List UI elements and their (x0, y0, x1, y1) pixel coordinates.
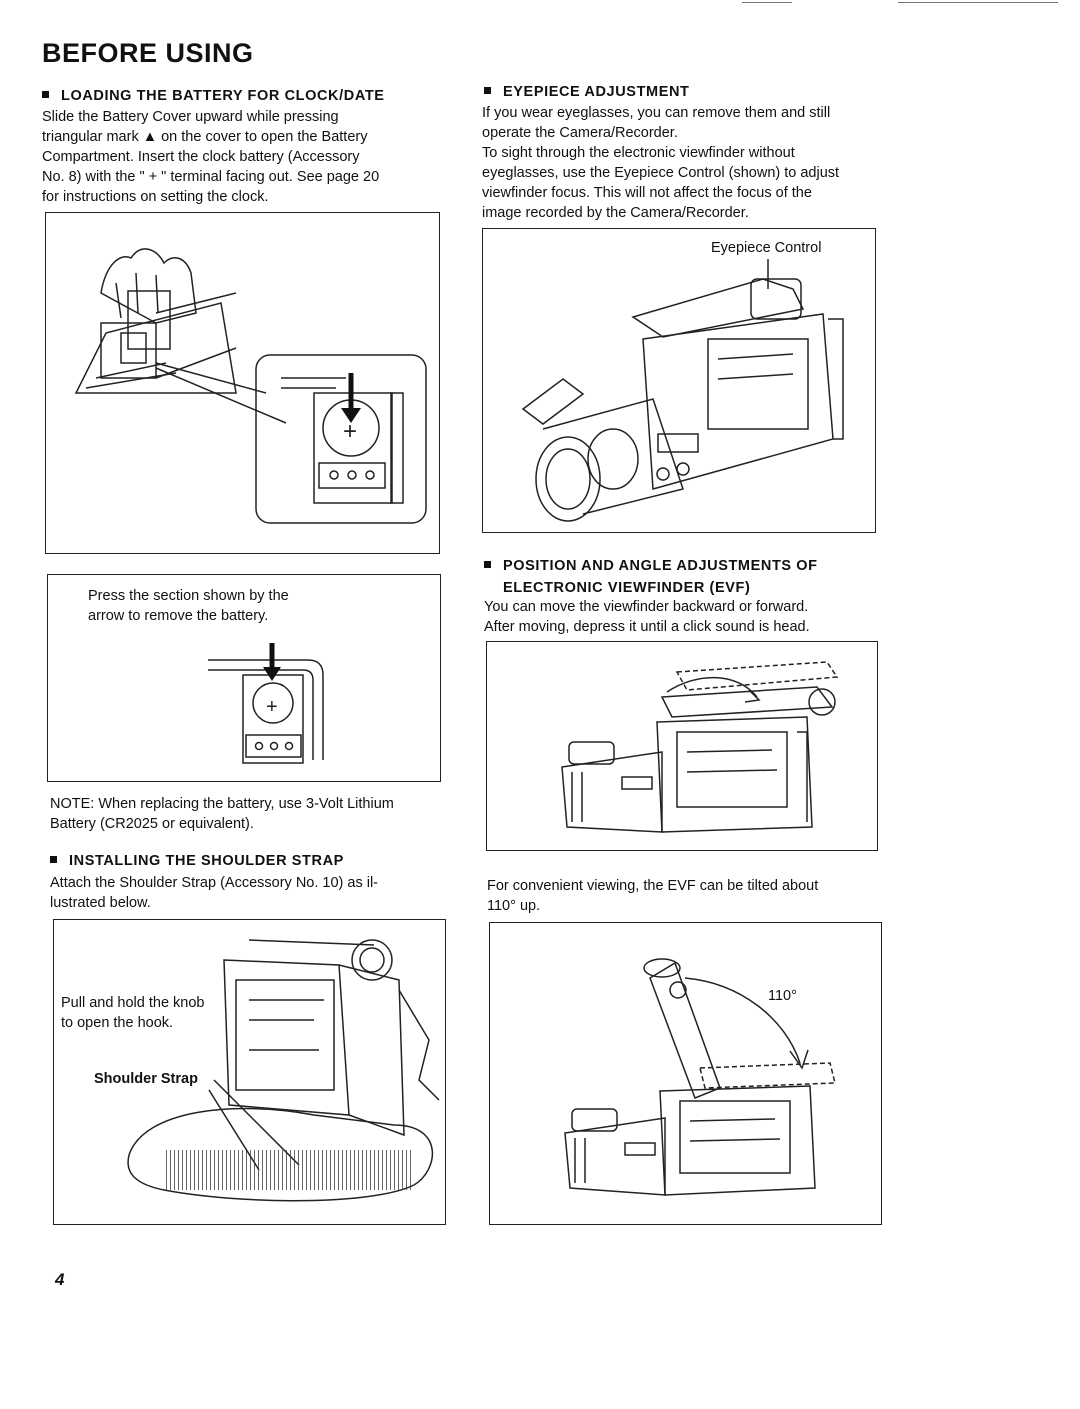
text-line: You can move the viewfinder backward or … (484, 599, 809, 615)
section-heading-eyepiece: EYEPIECE ADJUSTMENT (484, 84, 690, 100)
battery-paragraph: Slide the Battery Cover upward while pre… (42, 107, 436, 207)
callout-line: Pull and hold the knob (61, 995, 205, 1011)
top-rule-left (742, 2, 792, 3)
eyepiece-control-callout: Eyepiece Control (711, 240, 822, 256)
knob-callout: Pull and hold the knob to open the hook. (61, 993, 205, 1033)
text-line: eyeglasses, use the Eyepiece Control (sh… (482, 165, 840, 181)
remove-battery-caption: Press the section shown by the arrow to … (88, 586, 388, 626)
section-heading-strap: INSTALLING THE SHOULDER STRAP (50, 853, 344, 869)
text-line: operate the Camera/Recorder. (482, 125, 678, 141)
text-line: lustrated below. (50, 895, 151, 911)
bullet-square-icon (484, 87, 491, 94)
battery-note: NOTE: When replacing the battery, use 3-… (50, 794, 445, 834)
section-heading-evf: POSITION AND ANGLE ADJUSTMENTS OF (484, 558, 818, 574)
evf-slide-figure (486, 641, 878, 851)
strap-paragraph: Attach the Shoulder Strap (Accessory No.… (50, 873, 444, 913)
text-line: No. 8) with the " + " terminal facing ou… (42, 169, 380, 185)
evf-paragraph: You can move the viewfinder backward or … (484, 597, 876, 637)
page-title: BEFORE USING (42, 38, 254, 68)
bullet-square-icon (50, 856, 57, 863)
bullet-square-icon (484, 561, 491, 568)
caption-line: Press the section shown by the (88, 588, 289, 604)
eyepiece-figure: Eyepiece Control (482, 228, 876, 533)
svg-text:+: + (343, 418, 357, 445)
bullet-square-icon (42, 91, 49, 98)
battery-install-figure: + (45, 212, 440, 554)
page-number: 4 (55, 1270, 65, 1289)
shoulder-strap-illustration (127, 939, 440, 1202)
section-heading-evf-line2: ELECTRONIC VIEWFINDER (EVF) (503, 580, 751, 596)
evf-tilt-paragraph: For convenient viewing, the EVF can be t… (487, 876, 879, 916)
svg-text:+: + (266, 696, 278, 718)
shoulder-strap-figure: Pull and hold the knob to open the hook.… (53, 919, 446, 1225)
text-line: viewfinder focus. This will not affect t… (482, 185, 812, 201)
remove-battery-figure: Press the section shown by the arrow to … (47, 574, 441, 782)
camcorder-eyepiece-illustration (521, 259, 844, 522)
eyepiece-paragraph: If you wear eyeglasses, you can remove t… (482, 103, 872, 223)
section-heading-battery: LOADING THE BATTERY FOR CLOCK/DATE (42, 88, 385, 104)
text-line: Compartment. Insert the clock battery (A… (42, 149, 360, 165)
evf-slide-illustration (561, 661, 839, 833)
caption-line: arrow to remove the battery. (88, 608, 269, 624)
top-rule-right (898, 2, 1058, 3)
evf-tilt-illustration (564, 958, 836, 1196)
callout-line: to open the hook. (61, 1015, 174, 1031)
text-line: For convenient viewing, the EVF can be t… (487, 878, 819, 894)
text-line: triangular mark ▲ on the cover to open t… (42, 129, 368, 145)
text-line: If you wear eyeglasses, you can remove t… (482, 105, 831, 121)
strap-callout: Shoulder Strap (94, 1071, 198, 1087)
tilt-angle-label: 110° (768, 988, 797, 1004)
remove-battery-illustration: + (208, 643, 324, 764)
evf-tilt-figure: 110° (489, 922, 882, 1225)
text-line: image recorded by the Camera/Recorder. (482, 205, 749, 221)
note-line: NOTE: When replacing the battery, use 3-… (50, 796, 394, 812)
battery-install-illustration: + (74, 248, 427, 524)
text-line: To sight through the electronic viewfind… (482, 145, 795, 161)
text-line: for instructions on setting the clock. (42, 189, 269, 205)
note-line: Battery (CR2025 or equivalent). (50, 816, 254, 832)
text-line: 110° up. (487, 898, 541, 914)
text-line: Attach the Shoulder Strap (Accessory No.… (50, 875, 379, 891)
text-line: After moving, depress it until a click s… (484, 619, 810, 635)
text-line: Slide the Battery Cover upward while pre… (42, 109, 339, 125)
